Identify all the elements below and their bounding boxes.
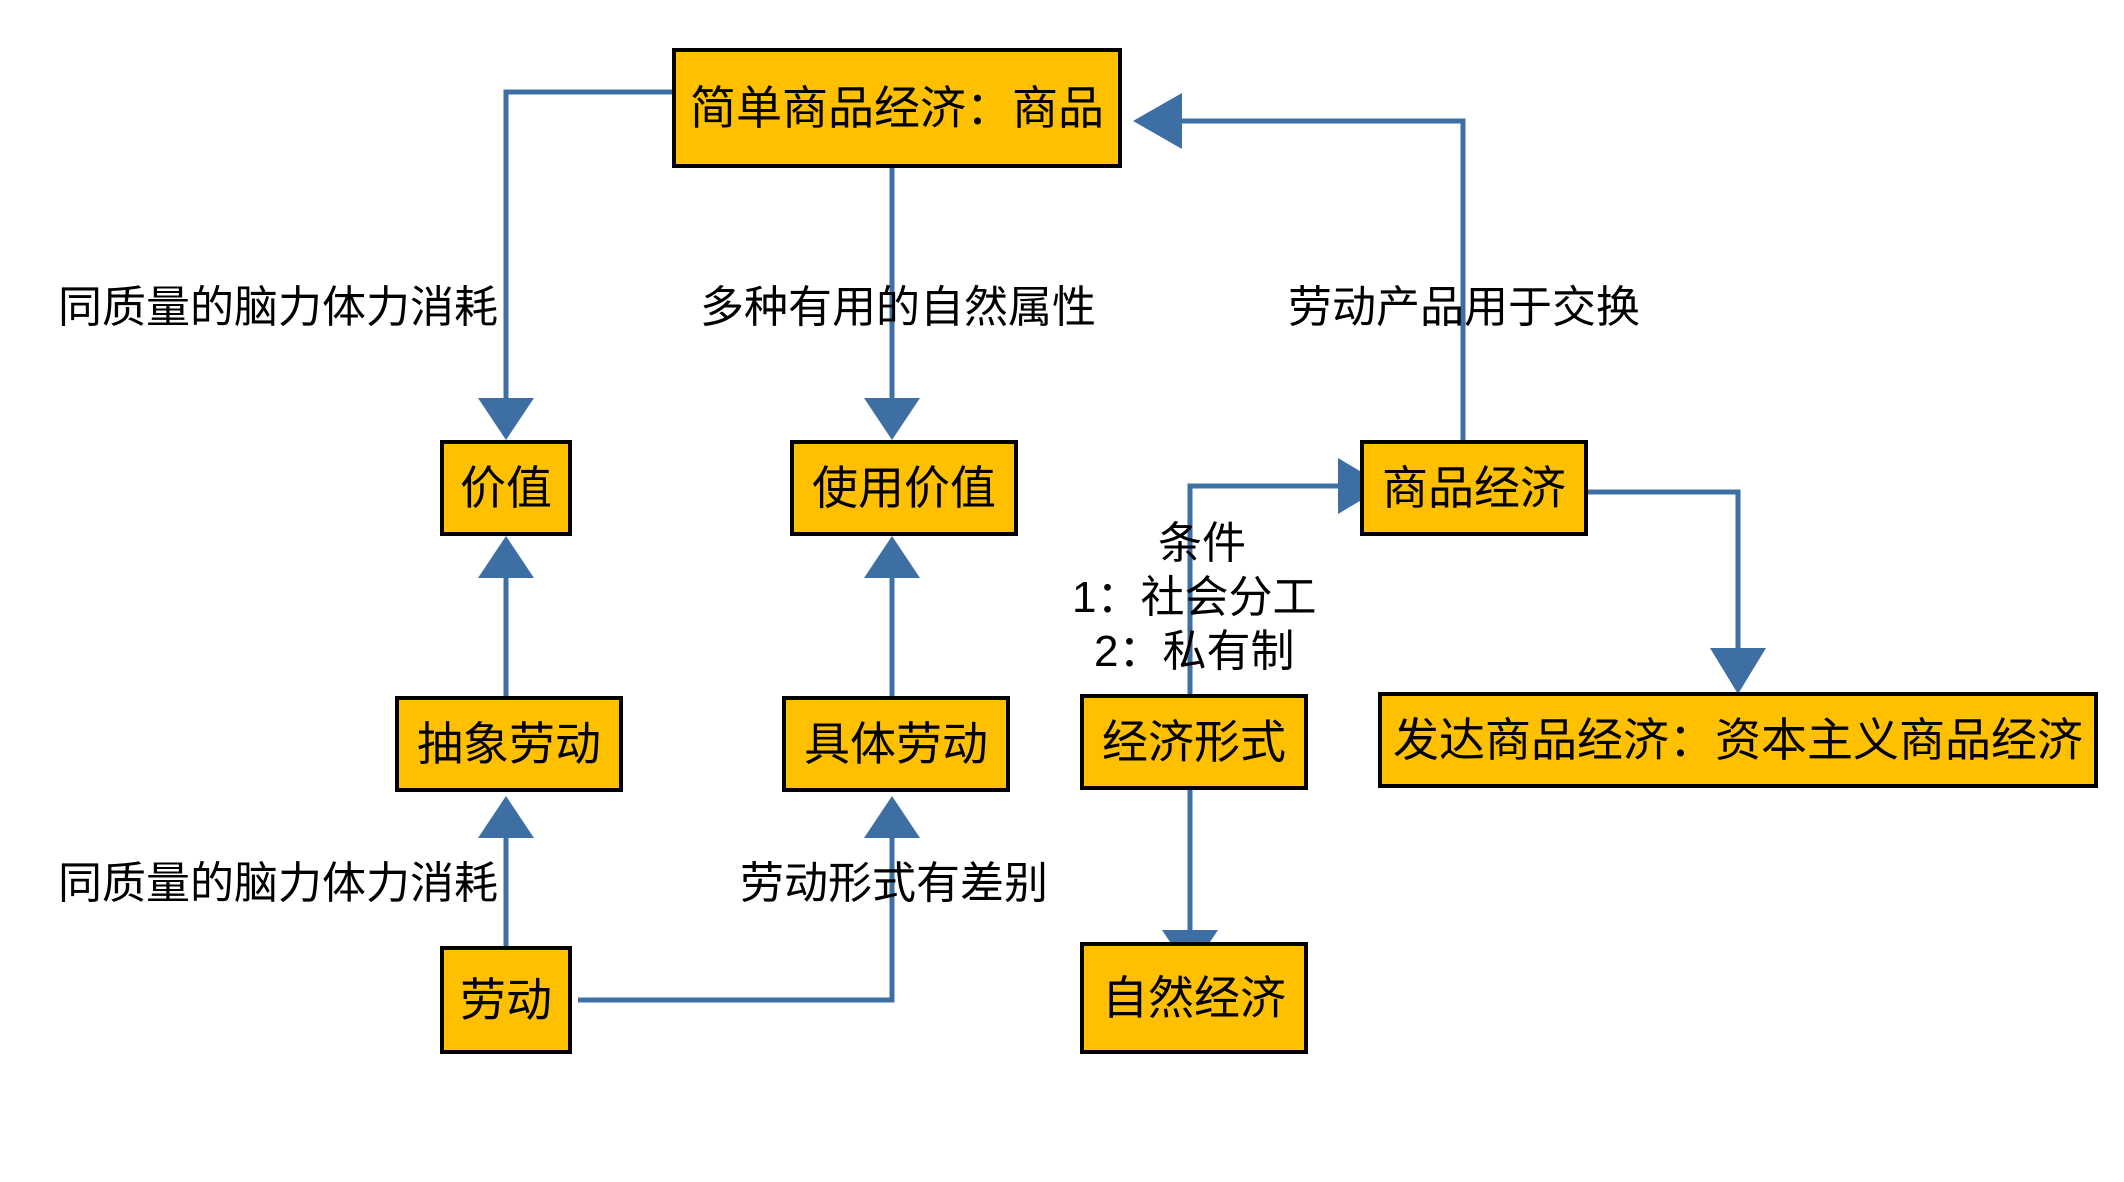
edge-label-conditions-1: 1：社会分工 bbox=[1072, 573, 1317, 622]
arrowhead-value-from-abstract bbox=[478, 536, 534, 578]
edge-label-labor-to-abstract: 同质量的脑力体力消耗 bbox=[58, 859, 498, 908]
arrowhead-developed bbox=[1710, 648, 1766, 694]
node-label: 价值 bbox=[460, 461, 552, 514]
node-label: 商品经济 bbox=[1382, 461, 1566, 514]
node-label: 经济形式 bbox=[1102, 715, 1286, 768]
edge-label-labor-to-concrete: 劳动形式有差别 bbox=[740, 859, 1048, 908]
arrowhead-value bbox=[478, 398, 534, 440]
arrowhead-concrete-labor bbox=[864, 796, 920, 838]
node-developed-commodity-economy[interactable]: 发达商品经济：资本主义商品经济 bbox=[1378, 692, 2098, 788]
node-label: 抽象劳动 bbox=[417, 717, 601, 770]
edge-label-conditions-2: 2：私有制 bbox=[1094, 627, 1295, 676]
node-economic-form[interactable]: 经济形式 bbox=[1080, 694, 1308, 790]
node-concrete-labor[interactable]: 具体劳动 bbox=[782, 696, 1010, 792]
node-simple-commodity-economy[interactable]: 简单商品经济：商品 bbox=[672, 48, 1122, 168]
node-abstract-labor[interactable]: 抽象劳动 bbox=[395, 696, 623, 792]
node-use-value[interactable]: 使用价值 bbox=[790, 440, 1018, 536]
arrowhead-use-value-from-concrete bbox=[864, 536, 920, 578]
edge-label-conditions-title: 条件 bbox=[1158, 519, 1246, 568]
edge-label-to-value: 同质量的脑力体力消耗 bbox=[58, 283, 498, 332]
arrowhead-abstract-labor bbox=[478, 796, 534, 838]
node-labor[interactable]: 劳动 bbox=[440, 946, 572, 1054]
arrowhead-commodity bbox=[1133, 93, 1182, 149]
edge-commodity-to-value bbox=[503, 89, 672, 398]
node-label: 发达商品经济：资本主义商品经济 bbox=[1393, 713, 2083, 766]
node-value[interactable]: 价值 bbox=[440, 440, 572, 536]
node-label: 具体劳动 bbox=[804, 717, 988, 770]
arrowhead-use-value bbox=[864, 398, 920, 440]
edge-label-to-use-value: 多种有用的自然属性 bbox=[700, 283, 1096, 332]
node-label: 自然经济 bbox=[1102, 971, 1286, 1024]
node-label: 使用价值 bbox=[812, 461, 996, 514]
node-natural-economy[interactable]: 自然经济 bbox=[1080, 942, 1308, 1054]
node-label: 简单商品经济：商品 bbox=[690, 81, 1104, 134]
node-label: 劳动 bbox=[460, 973, 552, 1026]
edge-commodity-economy-to-commodity bbox=[1182, 118, 1466, 440]
edge-label-to-commodity: 劳动产品用于交换 bbox=[1288, 283, 1640, 332]
node-commodity-economy[interactable]: 商品经济 bbox=[1360, 440, 1588, 536]
edge-commodity-economy-to-developed bbox=[1583, 489, 1741, 648]
